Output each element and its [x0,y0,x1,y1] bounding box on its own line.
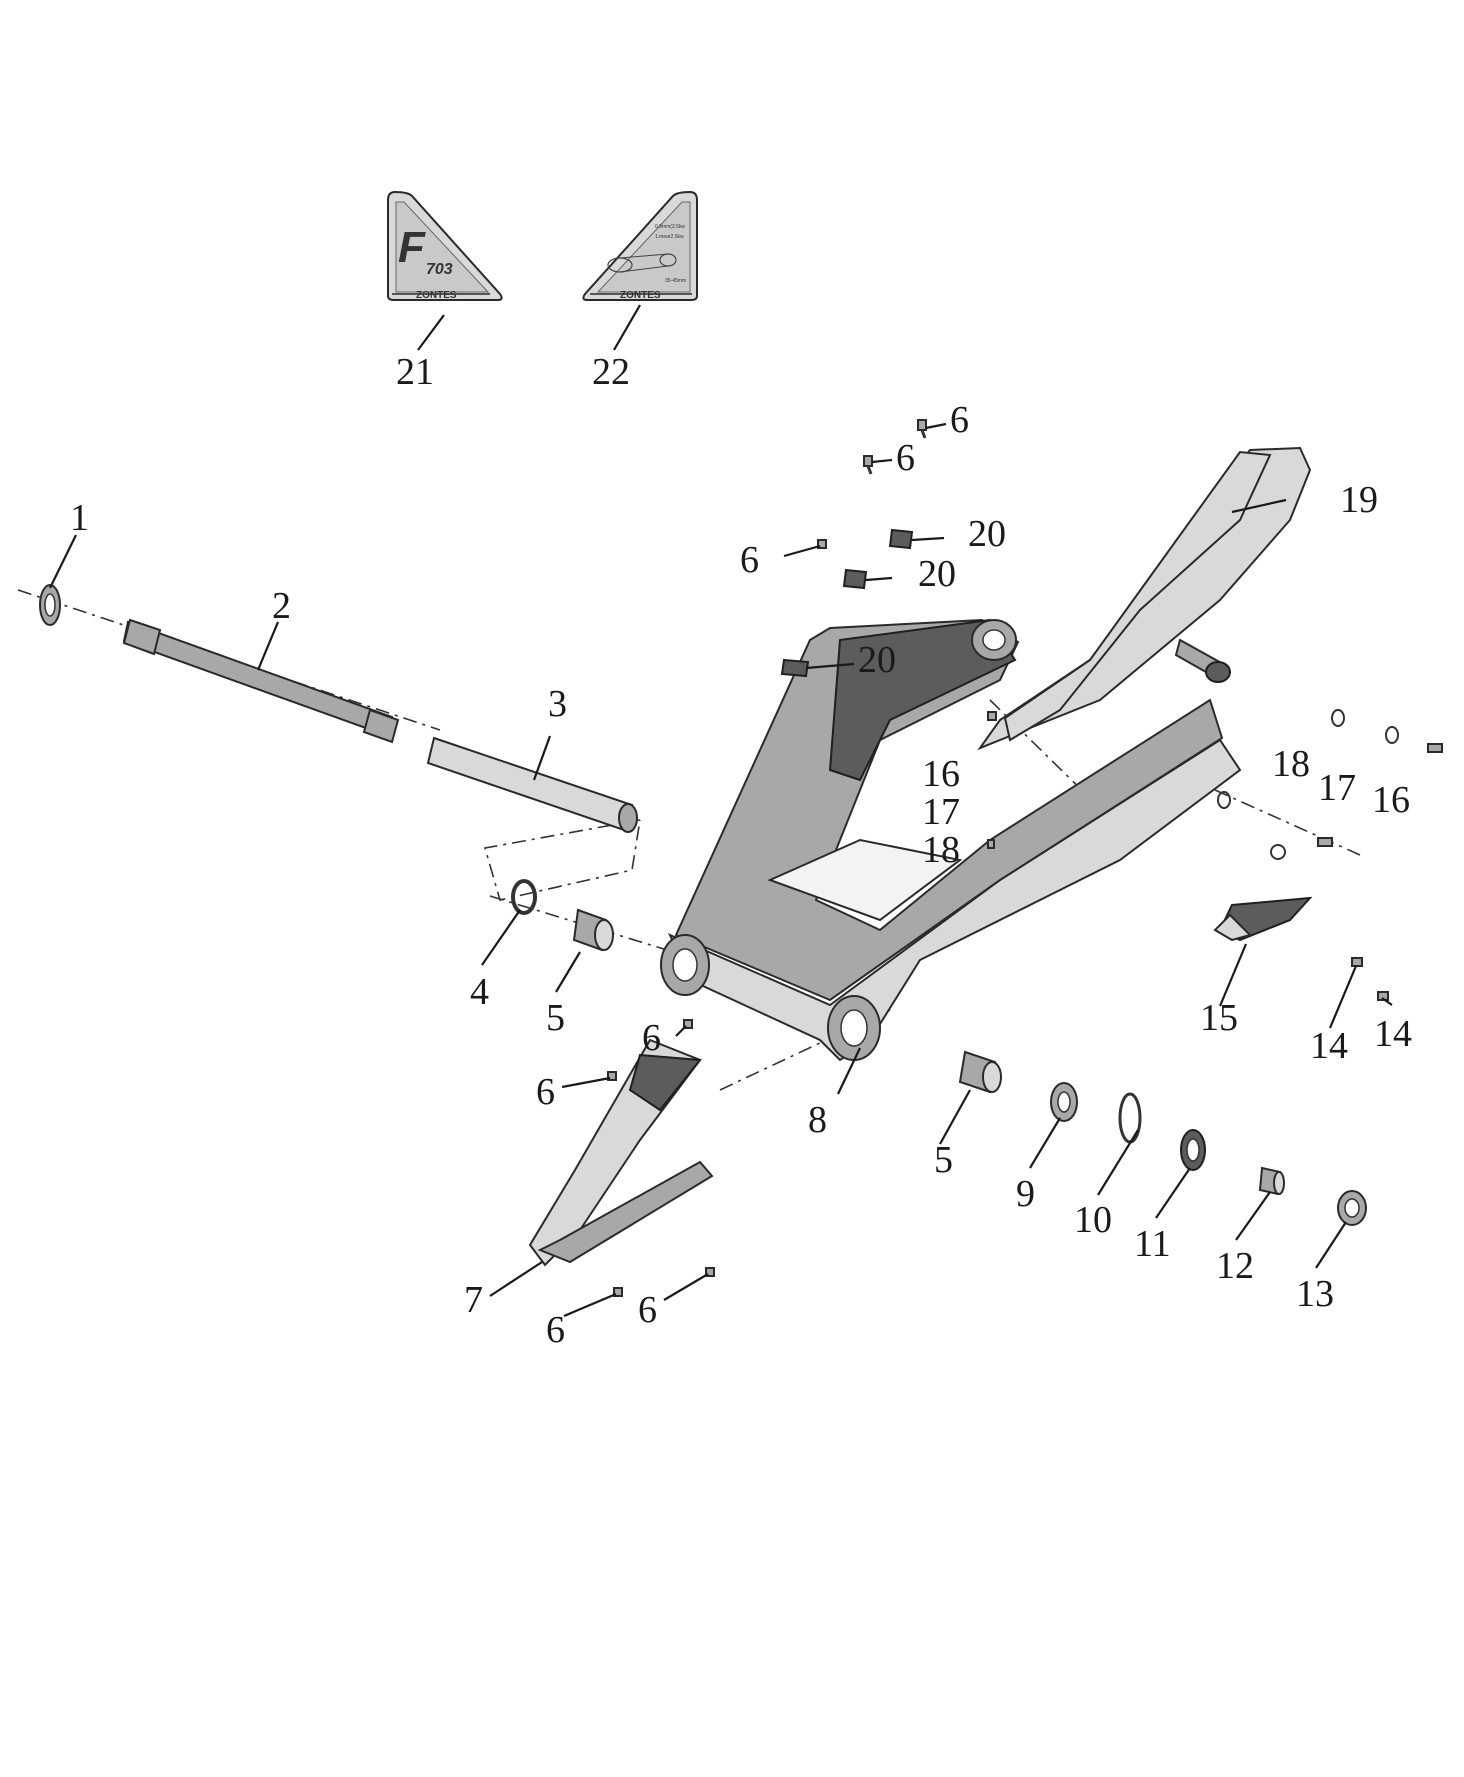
part-19-chain-guard [977,446,1312,751]
part-11-seal [1180,1129,1206,1171]
callout-2: 2 [272,585,291,627]
part-18-pin-left [987,839,995,849]
part-6-bolt-slider-b1 [613,1287,623,1297]
decal-21-brand: ZONTES [416,290,457,301]
callout-19: 19 [1340,479,1378,521]
part-20-clip-c [780,658,810,678]
callout-16-right: 16 [1372,779,1410,821]
part-9-bearing [1050,1082,1078,1122]
decal-21: F 703 ZONTES [387,190,503,301]
callout-16-left: 16 [922,753,960,795]
callout-15: 15 [1200,997,1238,1039]
callout-22: 22 [592,351,630,393]
callout-18-right: 18 [1272,743,1310,785]
part-16-bolt-left [987,711,997,721]
part-7-chain-slider [528,1038,714,1267]
callout-20-c: 20 [858,639,896,681]
callout-6-bottom-2: 6 [638,1289,657,1331]
callout-12: 12 [1216,1245,1254,1287]
callout-4: 4 [470,971,489,1013]
part-6-bolt-top-2 [863,455,873,475]
part-6-bolt-slider-left [607,1071,617,1081]
callout-17-right: 17 [1318,767,1356,809]
callout-20-a: 20 [968,513,1006,555]
decal-21-model: 703 [426,261,453,278]
callout-17-left: 17 [922,791,960,833]
callout-8: 8 [808,1099,827,1141]
callout-6-top-1: 6 [950,399,969,441]
part-1-nut [39,584,61,626]
callout-10: 10 [1074,1199,1112,1241]
callout-9: 9 [1016,1173,1035,1215]
callout-20-b: 20 [918,553,956,595]
callout-5-right: 5 [934,1139,953,1181]
part-15-bracket [1213,896,1313,942]
part-6-bolt-slider-b2 [705,1267,715,1277]
part-16-bolt-right-2 [1317,837,1333,847]
part-6-bolt-top-1 [917,419,927,439]
part-2-pivot-shaft [122,618,400,744]
part-6-bolt-slider-top [683,1019,693,1029]
part-18-pin-right-2 [1270,844,1286,860]
callout-6-mid: 6 [740,539,759,581]
part-20-clip-b [842,568,868,590]
callout-6-slider-top: 6 [642,1017,661,1059]
callout-1: 1 [70,497,89,539]
part-16-bolt-right [1427,743,1443,753]
part-10-circlip [1118,1092,1142,1144]
part-8-swingarm [660,618,1242,1062]
callout-6-slider-left: 6 [536,1071,555,1113]
decal-22-line2: 1.mear2.5kw [655,234,684,240]
part-17-washer-right-2 [1217,791,1231,809]
part-3-sleeve [426,736,638,833]
part-20-clip-a [888,528,914,550]
part-12-collar [1258,1166,1285,1196]
fasteners [607,419,1443,1297]
part-13-nut [1337,1190,1367,1226]
callout-6-top-2: 6 [896,437,915,479]
callout-13: 13 [1296,1273,1334,1315]
decal-22-line1: 0.9mm(2.5kw [655,224,685,230]
callout-11: 11 [1134,1223,1171,1265]
callout-3: 3 [548,683,567,725]
decal-21-logo: F [398,223,426,272]
callout-labels: 1 2 3 4 5 5 6 6 6 6 6 6 6 6 7 8 9 10 11 … [70,351,1412,1351]
decal-22-measure: 35-45mm [665,278,686,284]
part-5-bearing-left [572,908,614,952]
leader-lines [49,304,1393,1318]
callout-6-bottom-1: 6 [546,1309,565,1351]
part-18-pin-right [1331,709,1345,727]
part-14-bolt-b [1351,957,1363,967]
part-17-washer-right [1385,726,1399,744]
part-5-bearing-right [958,1050,1002,1094]
decal-22: 0.9mm(2.5kw 1.mear2.5kw 35-45mm ZONTES [582,190,698,301]
callout-7: 7 [464,1279,483,1321]
callout-21: 21 [396,351,434,393]
part-4-seal [511,879,537,915]
callout-18-left: 18 [922,829,960,871]
callout-14-a: 14 [1310,1025,1348,1067]
callout-5-left: 5 [546,997,565,1039]
decal-22-brand: ZONTES [620,290,661,301]
part-6-bolt-mid [817,539,827,549]
callout-14-b: 14 [1374,1013,1412,1055]
